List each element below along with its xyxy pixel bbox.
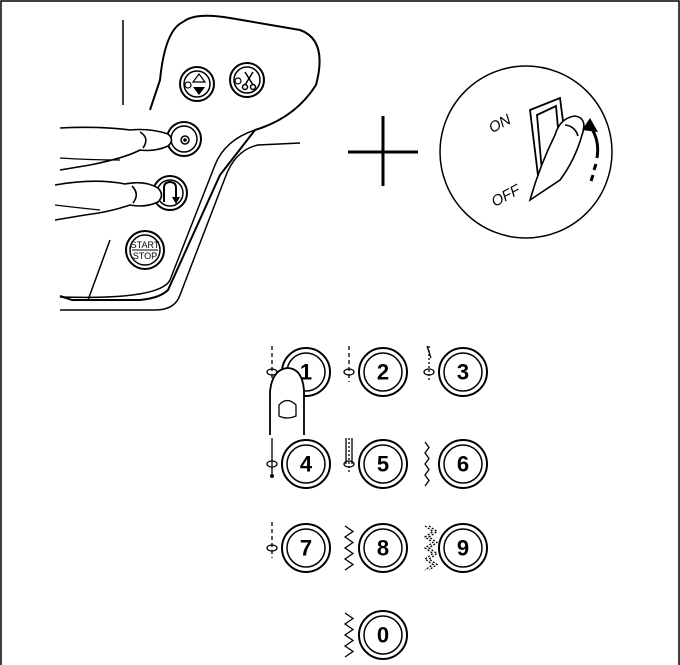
press-arrow-icon [582, 118, 600, 182]
pattern-button-4[interactable]: 4 [266, 438, 331, 489]
multi-zigzag-stitch-icon [423, 525, 439, 571]
down-arrow-icon [193, 87, 205, 95]
thread-cutter-button[interactable] [229, 62, 265, 98]
button-outer-ring [358, 610, 408, 660]
pattern-button-2[interactable]: 2 [343, 346, 408, 397]
button-outer-ring [358, 347, 408, 397]
zigzag-stitch-icon [424, 441, 430, 487]
button-outer-ring [281, 439, 331, 489]
button-inner-ring [443, 444, 483, 484]
lock-stitch-icon [266, 438, 278, 478]
pattern-button-digit: 9 [457, 536, 469, 561]
plus-sign [348, 116, 418, 186]
pattern-button-digit: 0 [377, 623, 389, 648]
start-stop-button[interactable]: START STOP [125, 230, 165, 270]
basting-stitch-icon [266, 522, 278, 558]
button-outer-ring [358, 523, 408, 573]
power-switch[interactable]: ON OFF [439, 65, 613, 239]
wide-zigzag-stitch-icon [343, 525, 355, 571]
button-inner-ring [363, 352, 403, 392]
pattern-button-8[interactable]: 8 [343, 523, 408, 573]
up-arrow-icon [191, 73, 207, 83]
bartack-stitch-icon [343, 438, 355, 474]
reverse-arrow-icon [163, 180, 177, 202]
pattern-button-digit: 5 [377, 452, 389, 477]
button-inner-ring [363, 444, 403, 484]
needle-up-down-button[interactable] [179, 66, 215, 102]
button-inner-ring [363, 615, 403, 655]
overcast-stitch-icon [343, 612, 355, 658]
pattern-button-6[interactable]: 6 [424, 439, 488, 489]
button-inner-ring [443, 528, 483, 568]
button-outer-ring [438, 439, 488, 489]
hand-pressing-illustration [54, 126, 173, 221]
triple-stretch-stitch-icon [423, 345, 435, 382]
pattern-button-3[interactable]: 3 [423, 345, 488, 397]
pattern-button-digit: 3 [457, 360, 469, 385]
pattern-button-digit: 4 [300, 452, 313, 477]
pattern-button-7[interactable]: 7 [266, 522, 331, 573]
pattern-button-digit: 7 [300, 536, 312, 561]
stop-label: STOP [133, 251, 157, 261]
scissors-icon [241, 71, 257, 91]
button-inner-ring [286, 444, 326, 484]
start-label: START [131, 240, 160, 250]
button-outer-ring [281, 523, 331, 573]
pattern-button-digit: 8 [377, 536, 389, 561]
pattern-button-digit: 2 [377, 360, 389, 385]
pattern-button-digit: 1 [300, 360, 312, 385]
button-outer-ring [358, 439, 408, 489]
button-inner-ring [363, 528, 403, 568]
straight-stitch-center-icon [343, 346, 355, 382]
pattern-button-0[interactable]: 0 [343, 610, 408, 660]
button-inner-ring [443, 352, 483, 392]
pattern-button-5[interactable]: 5 [343, 438, 408, 489]
reverse-button[interactable] [152, 175, 188, 211]
button-outer-ring [438, 523, 488, 573]
finger-pressing-switch [528, 115, 585, 202]
pattern-button-grid: 1 2 3 4 5 6 7 8 9 0 [266, 345, 488, 660]
button-inner-ring [286, 528, 326, 568]
pattern-button-9[interactable]: 9 [423, 523, 488, 573]
button-outer-ring [438, 347, 488, 397]
machine-panel [59, 14, 321, 311]
pattern-button-digit: 6 [457, 452, 469, 477]
finger-pressing-button-1 [269, 367, 305, 435]
